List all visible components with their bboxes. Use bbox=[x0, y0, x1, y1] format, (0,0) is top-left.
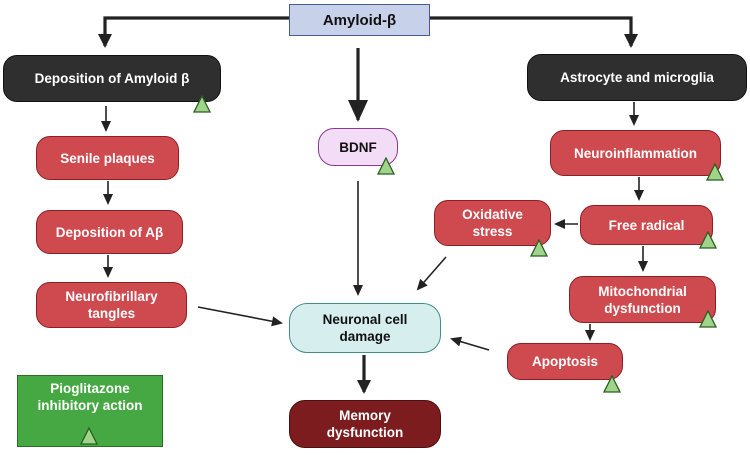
inhibition-marker-icon bbox=[193, 95, 211, 113]
node-deposition-of-amyloid: Deposition of Amyloid β bbox=[3, 55, 221, 102]
node-neurofibrillary-tangles: Neurofibrillary tangles bbox=[36, 282, 187, 328]
node-apoptosis-label: Apoptosis bbox=[532, 354, 598, 369]
node-memory-dysfunction-label: Memory dysfunction bbox=[326, 408, 404, 440]
node-deposition-of-amyloid-label: Deposition of Amyloid β bbox=[34, 71, 190, 86]
inhibition-marker-icon bbox=[530, 239, 548, 257]
inhibition-marker-icon bbox=[377, 157, 395, 175]
node-astrocyte-microglia-label: Astrocyte and microglia bbox=[560, 70, 714, 85]
node-neuroinflammation-label: Neuroinflammation bbox=[573, 145, 697, 161]
node-neuronal-cell-damage: Neuronal cell damage bbox=[289, 303, 441, 353]
node-amyloid-beta: Amyloid-β bbox=[289, 4, 430, 36]
node-amyloid-beta-label: Amyloid-β bbox=[322, 11, 397, 29]
node-apoptosis: Apoptosis bbox=[507, 343, 623, 380]
node-neuroinflammation: Neuroinflammation bbox=[550, 130, 721, 176]
inhibition-marker-icon bbox=[80, 427, 98, 445]
arrow-freeradical-to-mitochondrial bbox=[638, 246, 648, 272]
node-astrocyte-microglia: Astrocyte and microglia bbox=[527, 54, 747, 101]
node-free-radical: Free radical bbox=[580, 205, 713, 245]
node-memory-dysfunction: Memory dysfunction bbox=[289, 400, 441, 448]
arrow-deposition-to-senile bbox=[101, 106, 111, 132]
node-mitochondrial-dysfunction: Mitochondrial dysfunction bbox=[569, 276, 716, 323]
node-deposition-of-ab-label: Deposition of Aβ bbox=[55, 224, 164, 240]
arrow-freeradical-to-oxidative bbox=[554, 219, 578, 229]
arrow-amyloid-to-bdnf bbox=[348, 48, 368, 122]
node-neuronal-cell-damage-label: Neuronal cell damage bbox=[322, 312, 408, 344]
arrow-astrocyte-to-neuroinflammation bbox=[629, 102, 639, 126]
arrow-mitochondrial-to-apoptosis bbox=[585, 324, 595, 341]
node-mitochondrial-dysfunction-label: Mitochondrial dysfunction bbox=[598, 283, 687, 316]
arrow-oxidative-to-damage bbox=[416, 256, 447, 291]
arrow-depositionab-to-tangles bbox=[103, 255, 113, 278]
arrow-neuroinflammation-to-freeradical bbox=[634, 177, 644, 201]
node-oxidative-stress: Oxidative stress bbox=[434, 200, 551, 246]
node-senile-plaques: Senile plaques bbox=[36, 136, 179, 180]
arrow-tangles-to-damage bbox=[197, 306, 283, 327]
node-free-radical-label: Free radical bbox=[608, 217, 685, 233]
arrow-bdnf-to-damage bbox=[353, 181, 363, 296]
arrow-damage-to-memory bbox=[357, 355, 371, 394]
node-bdnf-label: BDNF bbox=[339, 139, 377, 155]
node-neurofibrillary-tangles-label: Neurofibrillary tangles bbox=[65, 289, 158, 321]
arrow-senile-to-depositionab bbox=[103, 181, 113, 205]
node-oxidative-stress-label: Oxidative stress bbox=[462, 207, 523, 239]
legend-label: Pioglitazone inhibitory action bbox=[37, 381, 143, 413]
inhibition-marker-icon bbox=[699, 231, 717, 249]
arrow-apoptosis-to-damage bbox=[450, 336, 490, 351]
inhibition-marker-icon bbox=[699, 310, 717, 328]
arrow-amyloid-to-astrocyte bbox=[430, 16, 638, 48]
inhibition-marker-icon bbox=[603, 375, 621, 393]
node-deposition-of-ab: Deposition of Aβ bbox=[36, 210, 183, 254]
inhibition-marker-icon bbox=[706, 163, 724, 181]
node-senile-plaques-label: Senile plaques bbox=[60, 150, 155, 166]
arrow-amyloid-to-deposition bbox=[98, 16, 289, 48]
